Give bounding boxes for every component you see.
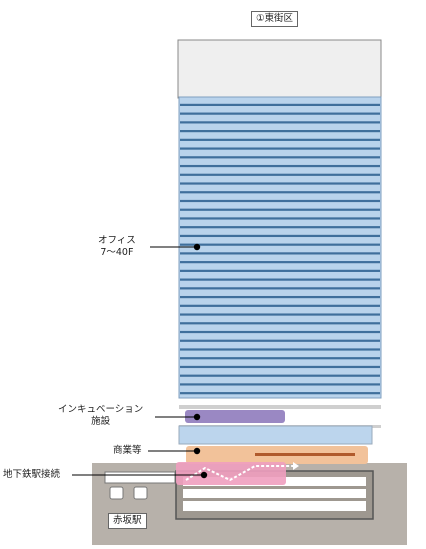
office-label-line1: オフィス [98,235,136,246]
subway-connection-zone [176,462,286,485]
office-label-line2: 7～40F [100,247,134,258]
office-floor-line [180,226,380,229]
office-floor-line [180,182,380,185]
incubation-zone [185,410,285,423]
office-floor-line [180,322,380,325]
subway-dot [200,471,208,479]
office-floor-line [180,374,380,377]
station-gate-right [133,486,148,500]
incubation-label-line2: 施設 [91,416,111,427]
office-floor-line [180,217,380,220]
office-floor-line [180,313,380,316]
office-floor-line [180,392,380,395]
office-floor-line [180,138,380,141]
subway-label: 地下鉄駅接続 [3,469,61,480]
incubation-label-line1: インキュベーション [58,404,144,415]
office-floor-line [180,234,380,238]
office-floor-line [180,191,380,194]
office-block [178,96,382,399]
commercial-dot [193,447,201,455]
tower-crown [177,39,382,99]
office-dot [193,243,201,251]
block-title: ①東街区 [251,11,299,27]
incubation-dot [193,413,201,421]
office-floor-line [180,269,380,272]
incubation-floor [179,405,381,409]
incubation-label: インキュベーション 施設 [58,404,143,428]
station-platform [104,471,176,484]
basement-level-2 [183,489,366,498]
station-gate-left [109,486,124,500]
office-floor-lines [180,103,380,395]
office-floor-line [180,112,380,115]
office-floor-line [180,130,380,133]
office-floor-line [180,365,380,369]
office-floor-line [180,348,380,351]
office-floor-line [180,339,380,342]
station-label: 赤坂駅 [108,513,147,529]
office-floor-line [180,164,380,168]
office-floor-line [180,243,380,246]
office-floor-line [180,278,380,281]
lower-office-block [178,425,373,445]
office-floor-line [180,147,380,150]
office-floor-line [180,357,380,360]
office-floor-line [180,173,380,176]
office-floor-line [180,330,380,334]
office-floor-line [180,287,380,290]
office-floor-line [180,199,380,203]
office-floor-line [180,304,380,307]
office-floor-line [180,383,380,386]
commercial-label: 商業等 [113,445,142,456]
office-floor-line [180,252,380,255]
office-floor-line [180,156,380,159]
commercial-bar [255,453,355,456]
office-floor-line [180,103,380,106]
basement-level-3 [183,501,366,511]
arrow-head [293,462,299,470]
office-floor-line [180,208,380,211]
office-floor-line [180,295,380,299]
subway-route-arrow [185,465,293,482]
office-floor-line [180,121,380,124]
office-label: オフィス 7～40F [98,235,136,259]
office-floor-line [180,261,380,264]
